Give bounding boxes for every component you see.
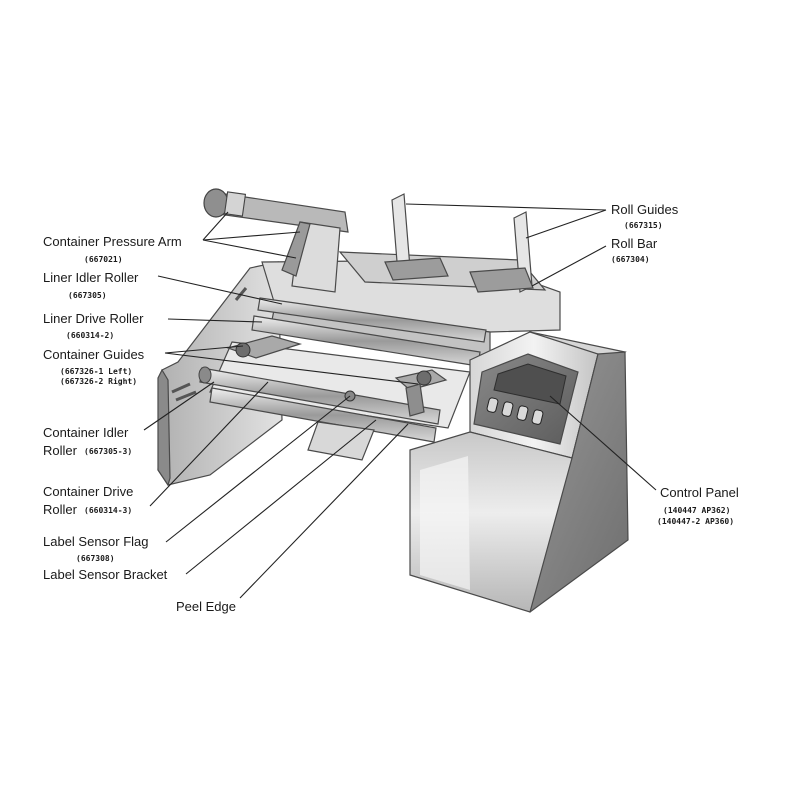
leader-container-guides-1 [164,345,244,354]
part-number-container-idler-roller: (667305-3) [84,447,132,456]
leader-container-idler [143,381,215,431]
leader-label-sensor-bracket [185,419,377,575]
leader-control-panel [549,395,657,491]
leader-pressure-arm-1 [202,211,229,241]
part-number-container-guides-right: (667326-2 Right) [60,376,137,386]
part-number-control-panel-2: (140447-2 AP360) [657,517,734,526]
label-liner-idler-roller: Liner Idler Roller [43,270,139,285]
leader-roll-bar [531,245,607,287]
leader-peel-edge [239,423,409,599]
callout-label-sensor-bracket: Label Sensor Bracket [43,567,168,582]
part-number-container-drive-roller: (660314-3) [84,506,132,515]
callout-peel-edge: Peel Edge [176,599,236,614]
callout-container-drive-roller: Container Drive Roller (660314-3) [43,484,133,517]
label-applicator-machine [157,188,629,613]
side-plate-slots [171,287,248,402]
roll-guide-right-foot [469,267,534,293]
leader-roll-guides-1 [405,203,607,211]
label-container-drive-roller-line1: Container Drive [43,484,133,499]
leader-lines [143,203,657,599]
callout-roll-guides: Roll Guides (667315) [611,202,679,230]
part-number-liner-idler-roller: (667305) [68,291,107,300]
container-guide-right-plate [405,383,425,417]
control-panel-buttons [486,397,544,425]
pressure-arm-collar [223,191,247,217]
panel-button-1 [486,397,499,413]
container-idler-roller-end [198,366,212,384]
leader-container-drive [149,381,269,507]
label-roll-bar: Roll Bar [611,236,658,251]
panel-button-2 [501,401,514,417]
callout-container-idler-roller: Container Idler Roller (667305-3) [43,425,132,458]
part-number-roll-bar: (667304) [611,255,650,264]
leader-roll-guides-2 [525,209,607,239]
part-number-container-pressure-arm: (667021) [84,255,123,264]
left-side-plate-edge [157,368,171,487]
label-container-drive-roller-line2: Roller [43,502,78,517]
label-label-sensor-bracket: Label Sensor Bracket [43,567,168,582]
label-liner-drive-roller: Liner Drive Roller [43,311,144,326]
label-container-guides: Container Guides [43,347,145,362]
leader-label-sensor-flag [165,395,351,543]
peel-edge-plate [307,421,375,461]
part-number-container-guides-left: (667326-1 Left) [60,367,132,376]
callout-container-guides: Container Guides (667326-1 Left) (667326… [43,347,145,386]
callout-liner-drive-roller: Liner Drive Roller (660314-2) [43,311,144,340]
label-control-panel: Control Panel [660,485,739,500]
callout-liner-idler-roller: Liner Idler Roller (667305) [43,270,139,300]
part-number-liner-drive-roller: (660314-2) [66,331,114,340]
leader-liner-idler [157,275,283,305]
label-label-sensor-flag: Label Sensor Flag [43,534,149,549]
leader-container-guides-2 [164,352,419,385]
cabinet-front-highlight [420,456,470,590]
liner-idler-roller-shape [257,297,487,343]
control-panel-window [493,363,567,405]
callout-control-panel: Control Panel (140447 AP362) (140447-2 A… [657,485,739,526]
container-guide-right-knob [416,370,432,386]
label-roll-guides: Roll Guides [611,202,679,217]
part-number-label-sensor-flag: (667308) [76,554,115,563]
label-container-idler-roller-line2: Roller [43,443,78,458]
leader-liner-drive [167,318,263,323]
container-guide-left-knob [235,342,251,358]
part-number-control-panel-1: (140447 AP362) [663,506,730,515]
label-peel-edge: Peel Edge [176,599,236,614]
panel-button-4 [531,409,544,425]
leader-pressure-arm-2 [202,231,301,241]
pressure-arm-bracket-side [281,221,311,277]
container-drive-roller-shape [209,387,437,443]
panel-button-3 [516,405,529,421]
part-number-roll-guides: (667315) [624,221,663,230]
callout-label-sensor-flag: Label Sensor Flag (667308) [43,534,149,563]
roll-guide-left-foot [384,257,449,281]
label-container-pressure-arm: Container Pressure Arm [43,234,182,249]
label-container-idler-roller-line1: Container Idler [43,425,129,440]
callout-container-pressure-arm: Container Pressure Arm (667021) [43,234,182,264]
leader-pressure-arm-3 [202,239,297,259]
callout-roll-bar: Roll Bar (667304) [611,236,658,264]
